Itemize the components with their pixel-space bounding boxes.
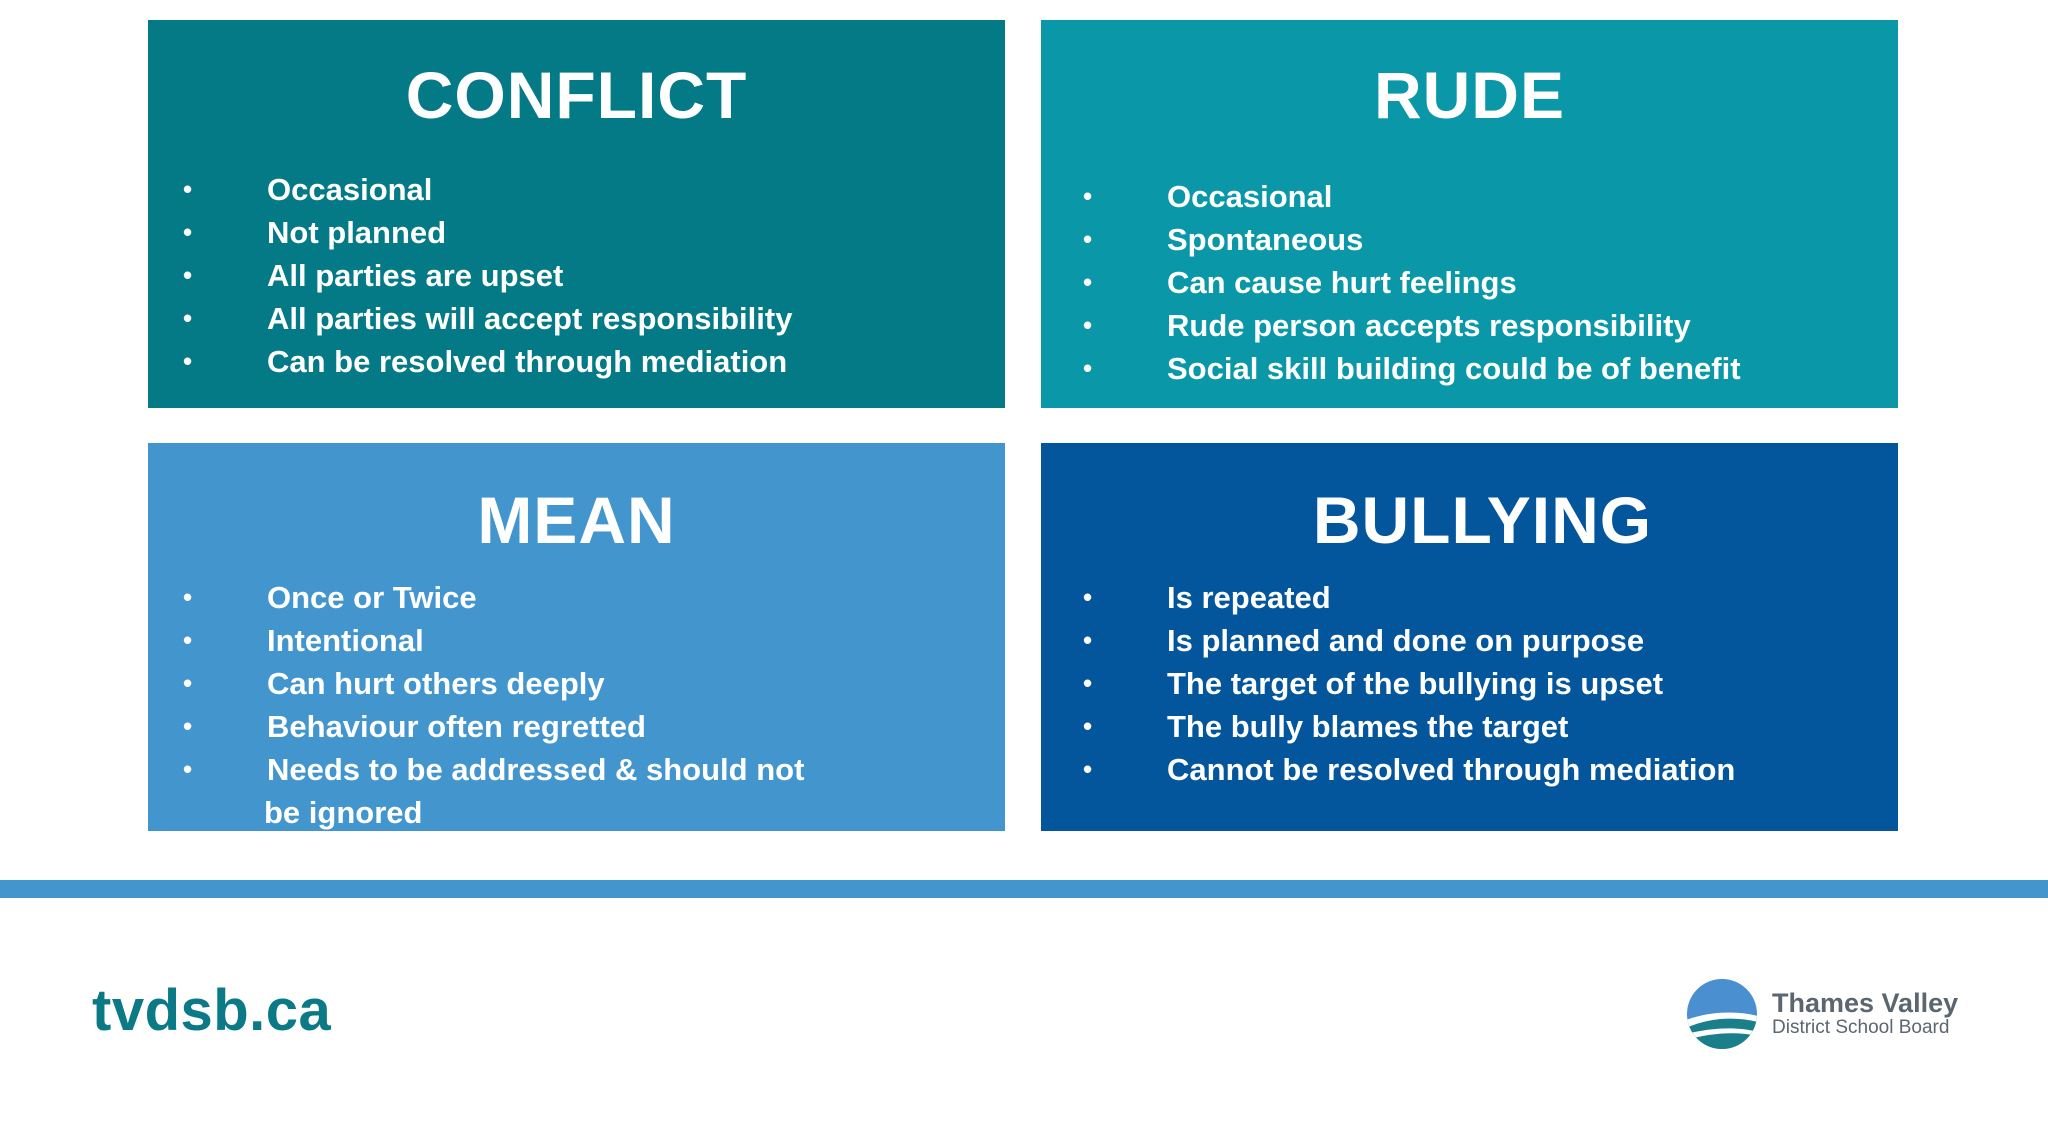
card-list-mean: •Once or Twice •Intentional •Can hurt ot…: [183, 576, 804, 834]
bullet-icon: •: [1083, 310, 1093, 340]
list-item: •Rude person accepts responsibility: [1083, 304, 1741, 347]
logo-name: Thames Valley: [1772, 987, 1959, 1018]
list-item: •Can cause hurt feelings: [1083, 261, 1741, 304]
bullet-icon: •: [183, 346, 193, 376]
card-conflict: CONFLICT •Occasional •Not planned •All p…: [148, 20, 1005, 408]
list-item: •All parties are upset: [183, 254, 792, 297]
bullet-icon: •: [1083, 711, 1093, 741]
card-title-conflict: CONFLICT: [405, 58, 748, 132]
list-item-continuation: be ignored: [264, 795, 423, 830]
bullet-icon: •: [183, 711, 193, 741]
bullet-icon: •: [183, 625, 193, 655]
list-item: •Behaviour often regretted: [183, 705, 804, 748]
card-title-bullying: BULLYING: [1312, 483, 1653, 557]
site-url[interactable]: tvdsb.ca: [92, 978, 332, 1043]
footer-divider: [0, 880, 2048, 898]
card-rude: RUDE •Occasional •Spontaneous •Can cause…: [1041, 20, 1898, 408]
list-item: •Occasional: [183, 168, 792, 211]
card-title-mean: MEAN: [477, 483, 676, 557]
card-list-rude: •Occasional •Spontaneous •Can cause hurt…: [1083, 175, 1741, 390]
bullet-icon: •: [183, 754, 193, 784]
bullet-icon: •: [183, 260, 193, 290]
bullet-icon: •: [1083, 353, 1093, 383]
bullet-icon: •: [183, 668, 193, 698]
bullet-icon: •: [183, 303, 193, 333]
tvdsb-logo-icon: [1687, 979, 1757, 1049]
bullet-icon: •: [183, 582, 193, 612]
list-item: •The bully blames the target: [1083, 705, 1735, 748]
list-item: •Can hurt others deeply: [183, 662, 804, 705]
tvdsb-logo: Thames Valley District School Board: [1686, 978, 1958, 1050]
list-item: •Intentional: [183, 619, 804, 662]
list-item: •The target of the bullying is upset: [1083, 662, 1735, 705]
list-item: •Social skill building could be of benef…: [1083, 347, 1741, 390]
card-list-conflict: •Occasional •Not planned •All parties ar…: [183, 168, 792, 383]
bullet-icon: •: [1083, 668, 1093, 698]
logo-subtitle: District School Board: [1772, 1017, 1950, 1039]
bullet-icon: •: [183, 217, 193, 247]
list-item: •Is repeated: [1083, 576, 1735, 619]
bullet-icon: •: [1083, 267, 1093, 297]
bullet-icon: •: [1083, 625, 1093, 655]
bullet-icon: •: [1083, 754, 1093, 784]
list-item: •Can be resolved through mediation: [183, 340, 792, 383]
list-item: •Occasional: [1083, 175, 1741, 218]
bullet-icon: •: [1083, 181, 1093, 211]
bullet-icon: •: [1083, 224, 1093, 254]
list-item: •All parties will accept responsibility: [183, 297, 792, 340]
list-item: •Once or Twice: [183, 576, 804, 619]
card-list-bullying: •Is repeated •Is planned and done on pur…: [1083, 576, 1735, 791]
list-item: •Not planned: [183, 211, 792, 254]
bullet-icon: •: [1083, 582, 1093, 612]
card-title-rude: RUDE: [1373, 58, 1565, 132]
card-mean: MEAN •Once or Twice •Intentional •Can hu…: [148, 443, 1005, 831]
list-item: •Needs to be addressed & should not: [183, 748, 804, 791]
list-item: •Spontaneous: [1083, 218, 1741, 261]
bullet-icon: •: [183, 174, 193, 204]
list-item: •Cannot be resolved through mediation: [1083, 748, 1735, 791]
list-item: •Is planned and done on purpose: [1083, 619, 1735, 662]
card-bullying: BULLYING •Is repeated •Is planned and do…: [1041, 443, 1898, 831]
